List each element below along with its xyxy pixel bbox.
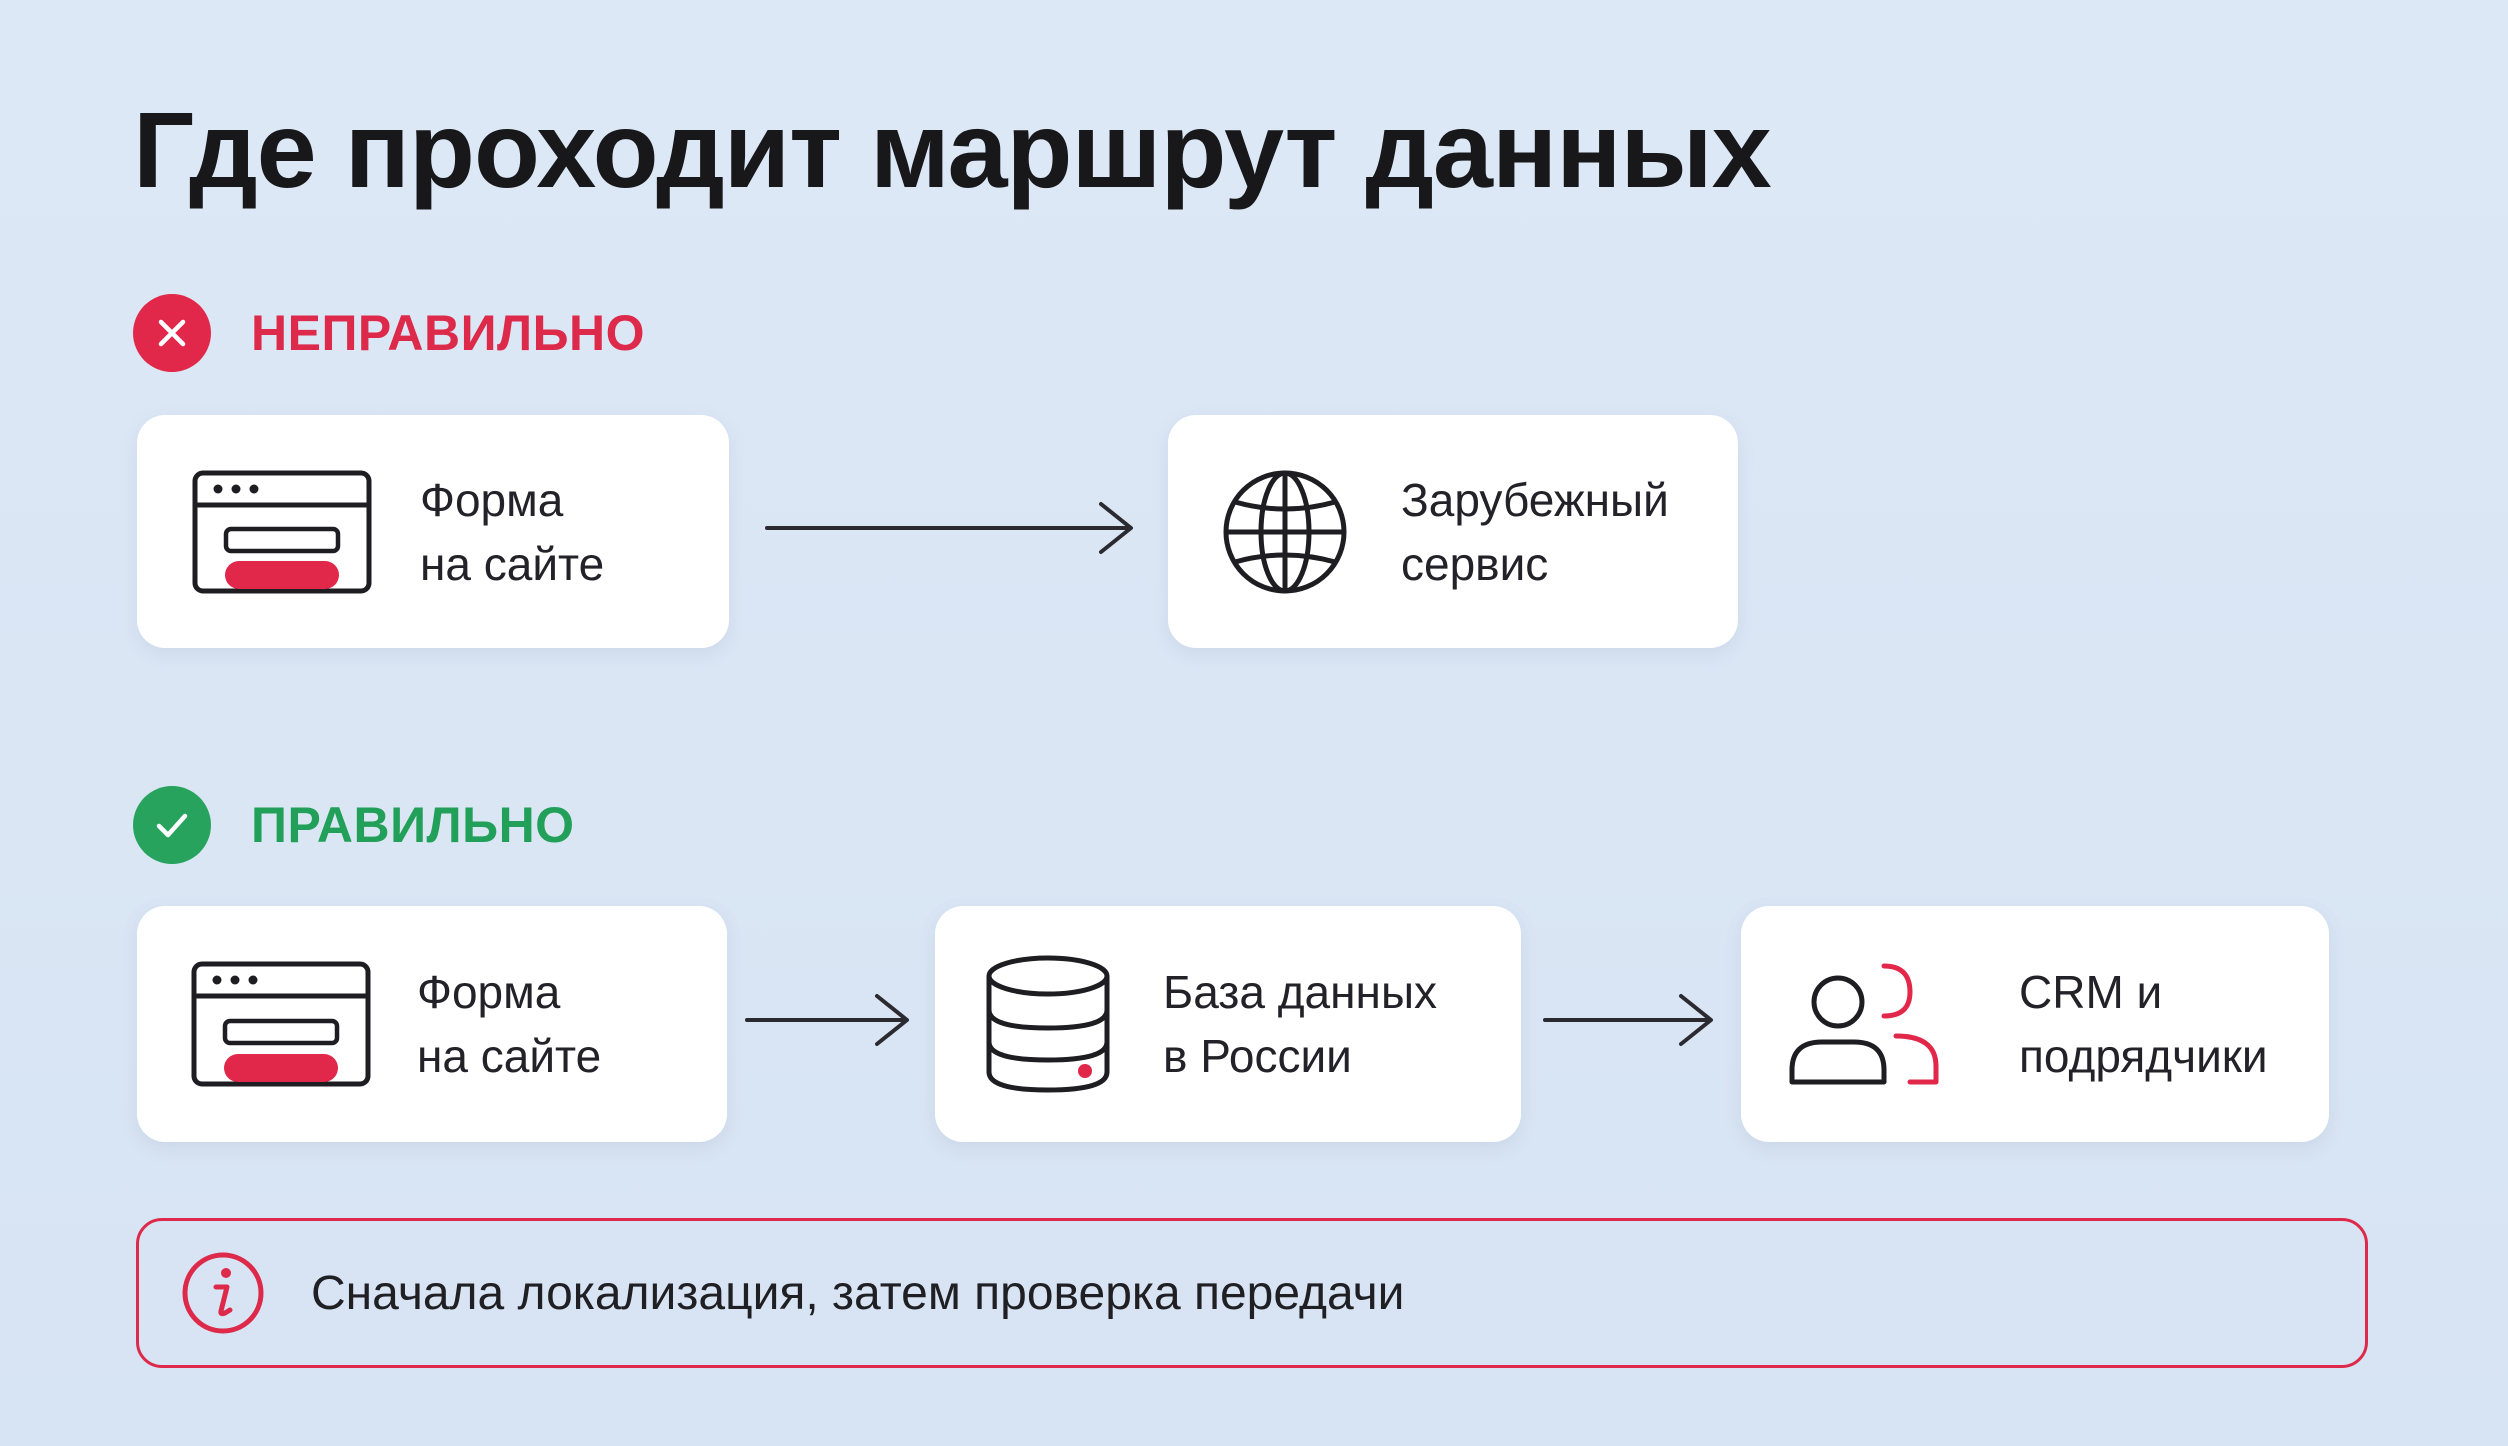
node-label: Форма на сайте <box>420 473 605 590</box>
users-icon <box>1786 962 1946 1086</box>
node-label: Форма на сайте <box>417 966 602 1082</box>
arrow-icon <box>745 994 909 1046</box>
node-label: Зарубежный сервис <box>1401 473 1669 590</box>
page-title: Где проходит маршрут данных <box>133 89 1772 210</box>
node-database-russia: База данных в России <box>935 906 1521 1142</box>
browser-form-icon <box>192 470 372 594</box>
note-text: Сначала локализация, затем проверка пере… <box>311 1266 1405 1320</box>
node-crm-contractors: CRM и подрядчики <box>1741 906 2329 1142</box>
section-label-wrong: НЕПРАВИЛЬНО <box>251 305 646 361</box>
check-icon <box>133 786 211 864</box>
section-label-right: ПРАВИЛЬНО <box>251 797 575 853</box>
cross-icon <box>133 294 211 372</box>
database-icon <box>985 954 1111 1094</box>
arrow-icon <box>765 502 1133 554</box>
info-icon <box>181 1251 265 1335</box>
node-label: База данных в России <box>1163 966 1438 1082</box>
node-form-right: Форма на сайте <box>137 906 727 1142</box>
node-foreign-service: Зарубежный сервис <box>1168 415 1738 648</box>
node-form-wrong: Форма на сайте <box>137 415 729 648</box>
node-label: CRM и подрядчики <box>2019 966 2268 1082</box>
section-header-right: ПРАВИЛЬНО <box>133 785 575 865</box>
info-note: Сначала локализация, затем проверка пере… <box>136 1218 2368 1368</box>
globe-icon <box>1221 468 1349 596</box>
arrow-icon <box>1543 994 1713 1046</box>
section-header-wrong: НЕПРАВИЛЬНО <box>133 293 645 373</box>
browser-form-icon <box>191 961 371 1087</box>
